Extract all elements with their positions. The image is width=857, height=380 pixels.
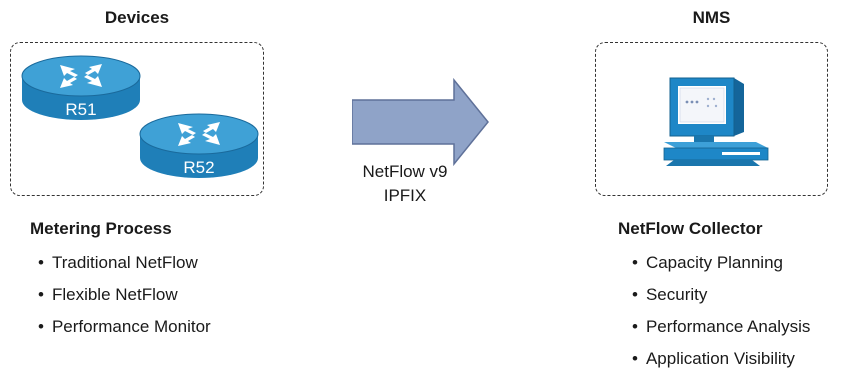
netflow-collector-list: Capacity Planning Security Performance A… <box>632 252 810 380</box>
computer-workstation-icon <box>663 77 769 166</box>
protocol-netflow-v9: NetFlow v9 <box>362 162 448 181</box>
router-label-r51: R51 <box>65 100 96 119</box>
right-arrow-icon <box>352 78 489 166</box>
list-item: Performance Analysis <box>632 316 810 348</box>
router-label-r52: R52 <box>183 158 214 177</box>
list-item: Flexible NetFlow <box>38 284 211 316</box>
list-item: Application Visibility <box>632 348 810 380</box>
list-item: Capacity Planning <box>632 252 810 284</box>
metering-process-title: Metering Process <box>30 219 172 238</box>
protocol-labels: NetFlow v9 IPFIX <box>340 160 470 208</box>
nms-box <box>595 42 828 196</box>
list-item: Performance Monitor <box>38 316 211 348</box>
metering-process-list: Traditional NetFlow Flexible NetFlow Per… <box>38 252 211 348</box>
list-item: Security <box>632 284 810 316</box>
devices-title: Devices <box>104 8 170 27</box>
devices-box <box>10 42 264 196</box>
list-item: Traditional NetFlow <box>38 252 211 284</box>
nms-title: NMS <box>692 8 731 27</box>
netflow-collector-title: NetFlow Collector <box>618 219 763 238</box>
router-icon: R52 <box>139 113 259 178</box>
protocol-ipfix: IPFIX <box>383 186 427 205</box>
router-icon: R51 <box>21 55 141 120</box>
